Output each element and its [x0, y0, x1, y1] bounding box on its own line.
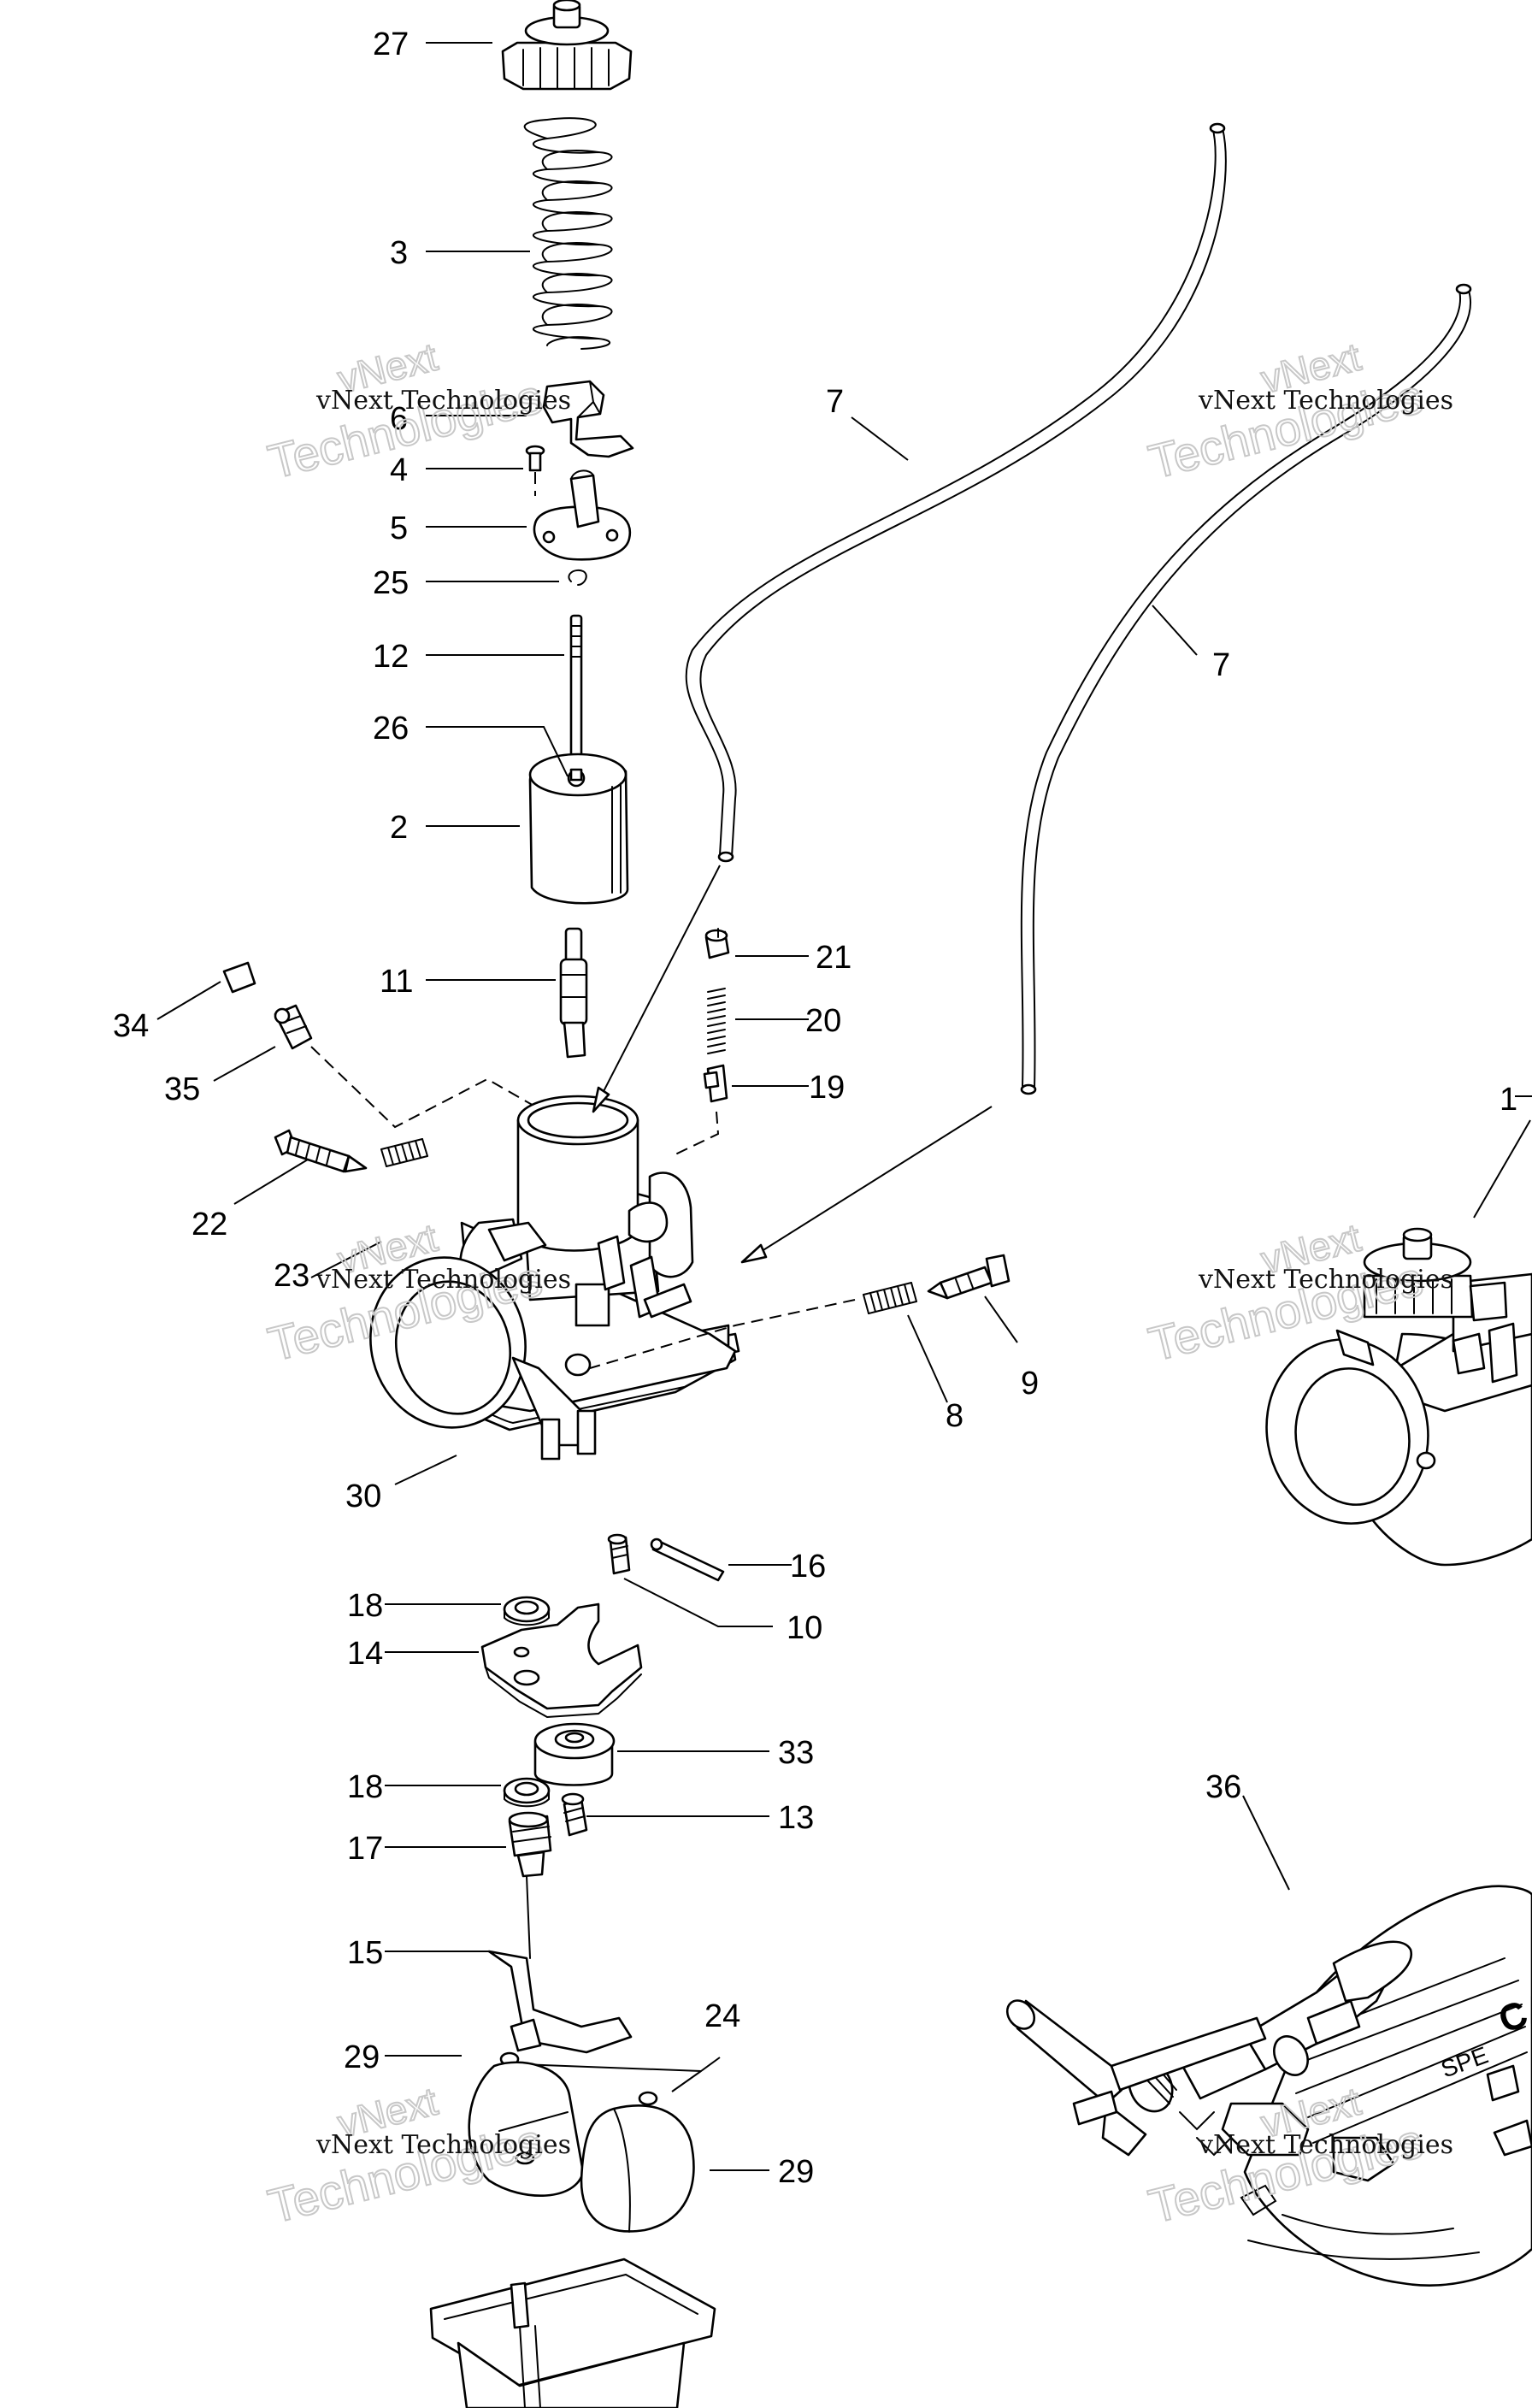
callout-34: 34 — [113, 1008, 149, 1044]
part-29-float-b — [580, 2104, 695, 2233]
part-14-float-plate — [480, 1602, 643, 1719]
callout-13: 13 — [778, 1800, 814, 1836]
part-float-bowl — [429, 2258, 716, 2408]
callout-24: 24 — [704, 1998, 740, 2034]
callout-29-right: 29 — [778, 2154, 814, 2190]
part-22-screw — [274, 1129, 368, 1173]
svg-text:vNext Technologies: vNext Technologies — [315, 386, 571, 416]
callout-18-lower: 18 — [347, 1769, 383, 1805]
part-1-carburetor-assembly — [1265, 1227, 1532, 1567]
part-3-spring — [523, 117, 613, 350]
watermark-2: vNext Technologies vNext Technologies — [1143, 333, 1453, 490]
callout-19: 19 — [809, 1070, 845, 1106]
dash-35-to-body — [310, 1046, 548, 1129]
part-7-hose-left — [685, 122, 1227, 863]
callout-17: 17 — [347, 1831, 383, 1867]
callout-7-left: 7 — [826, 384, 844, 420]
callout-7-right: 7 — [1212, 647, 1230, 683]
svg-text:vNext Technologies: vNext Technologies — [1198, 386, 1453, 416]
callout-9: 9 — [1021, 1366, 1039, 1402]
part-16-pin — [650, 1537, 725, 1582]
callout-6: 6 — [390, 401, 408, 437]
callout-3: 3 — [390, 235, 408, 271]
part-23-spring — [380, 1138, 428, 1167]
callout-10: 10 — [787, 1610, 822, 1646]
callout-20: 20 — [805, 1003, 841, 1039]
svg-text:vNext Technologies: vNext Technologies — [1198, 1265, 1453, 1295]
callout-29-left: 29 — [344, 2039, 380, 2075]
callout-21: 21 — [816, 940, 851, 976]
callout-18-upper: 18 — [347, 1588, 383, 1624]
svg-text:vNext Technologies: vNext Technologies — [1198, 2130, 1453, 2160]
part-30-carburetor-body — [369, 1095, 740, 1461]
part-19-adjuster — [703, 1064, 728, 1103]
svg-text:vNext Technologies: vNext Technologies — [315, 2130, 571, 2160]
callout-33: 33 — [778, 1735, 814, 1771]
leader-1 — [1473, 1119, 1531, 1219]
arrow-hose-right — [751, 1106, 993, 1258]
callout-22: 22 — [192, 1207, 227, 1242]
part-27-cap — [501, 0, 633, 91]
callout-1: 1 — [1500, 1082, 1517, 1118]
part-6-bracket — [542, 380, 634, 458]
part-12-needle — [569, 614, 583, 771]
part-36-tool-kit: CARBU SPE — [1005, 1885, 1532, 2287]
callout-11: 11 — [380, 964, 413, 1000]
part-17-jet-holder — [508, 1811, 552, 1878]
part-33-seat — [533, 1722, 616, 1786]
part-15-float-arm — [487, 1875, 633, 2054]
part-18-washer-a — [503, 1596, 551, 1626]
part-7-hose-right — [1020, 283, 1472, 1095]
part-10-jet — [607, 1533, 631, 1575]
callout-35: 35 — [164, 1071, 200, 1107]
callout-23: 23 — [274, 1258, 309, 1294]
part-13-jet — [561, 1792, 588, 1837]
callout-36: 36 — [1205, 1769, 1241, 1805]
part-25-clip — [568, 570, 587, 586]
watermark-1: vNext Technologies vNext Technologies — [262, 333, 571, 490]
part-9-screw — [927, 1254, 1011, 1300]
part-8-spring — [863, 1282, 917, 1314]
svg-text:vNext Technologies: vNext Technologies — [315, 1265, 571, 1295]
part-5-plate — [533, 469, 632, 561]
callout-12: 12 — [373, 639, 409, 675]
callout-26: 26 — [373, 711, 409, 747]
part-18-washer-b — [503, 1777, 551, 1808]
leader-lines — [156, 42, 1290, 2171]
callout-5: 5 — [390, 511, 408, 546]
part-24-pin-b — [638, 2091, 658, 2106]
part-34-cap — [222, 961, 256, 994]
part-20-spring — [707, 988, 726, 1054]
part-29-float-a — [468, 2061, 585, 2198]
callout-16: 16 — [790, 1549, 826, 1585]
part-2-throttle-slide — [528, 752, 629, 905]
callout-27: 27 — [373, 27, 409, 62]
callout-numbers: 27 3 6 4 5 25 12 26 2 11 34 35 22 23 30 … — [113, 27, 1517, 2190]
part-35-screw — [274, 1004, 313, 1050]
callout-4: 4 — [390, 452, 408, 488]
part-4-screw — [525, 445, 545, 496]
callout-30: 30 — [345, 1478, 381, 1514]
callout-15: 15 — [347, 1935, 383, 1971]
part-21-nut — [704, 928, 730, 959]
dash-19-to-body — [675, 1111, 720, 1155]
callout-2: 2 — [390, 810, 408, 846]
dash-8-to-body — [589, 1299, 856, 1369]
callout-14: 14 — [347, 1636, 383, 1672]
part-11-needle-jet — [559, 927, 588, 1059]
callout-25: 25 — [373, 565, 409, 601]
arrow-hose-left — [599, 865, 721, 1099]
callout-8: 8 — [946, 1398, 963, 1434]
